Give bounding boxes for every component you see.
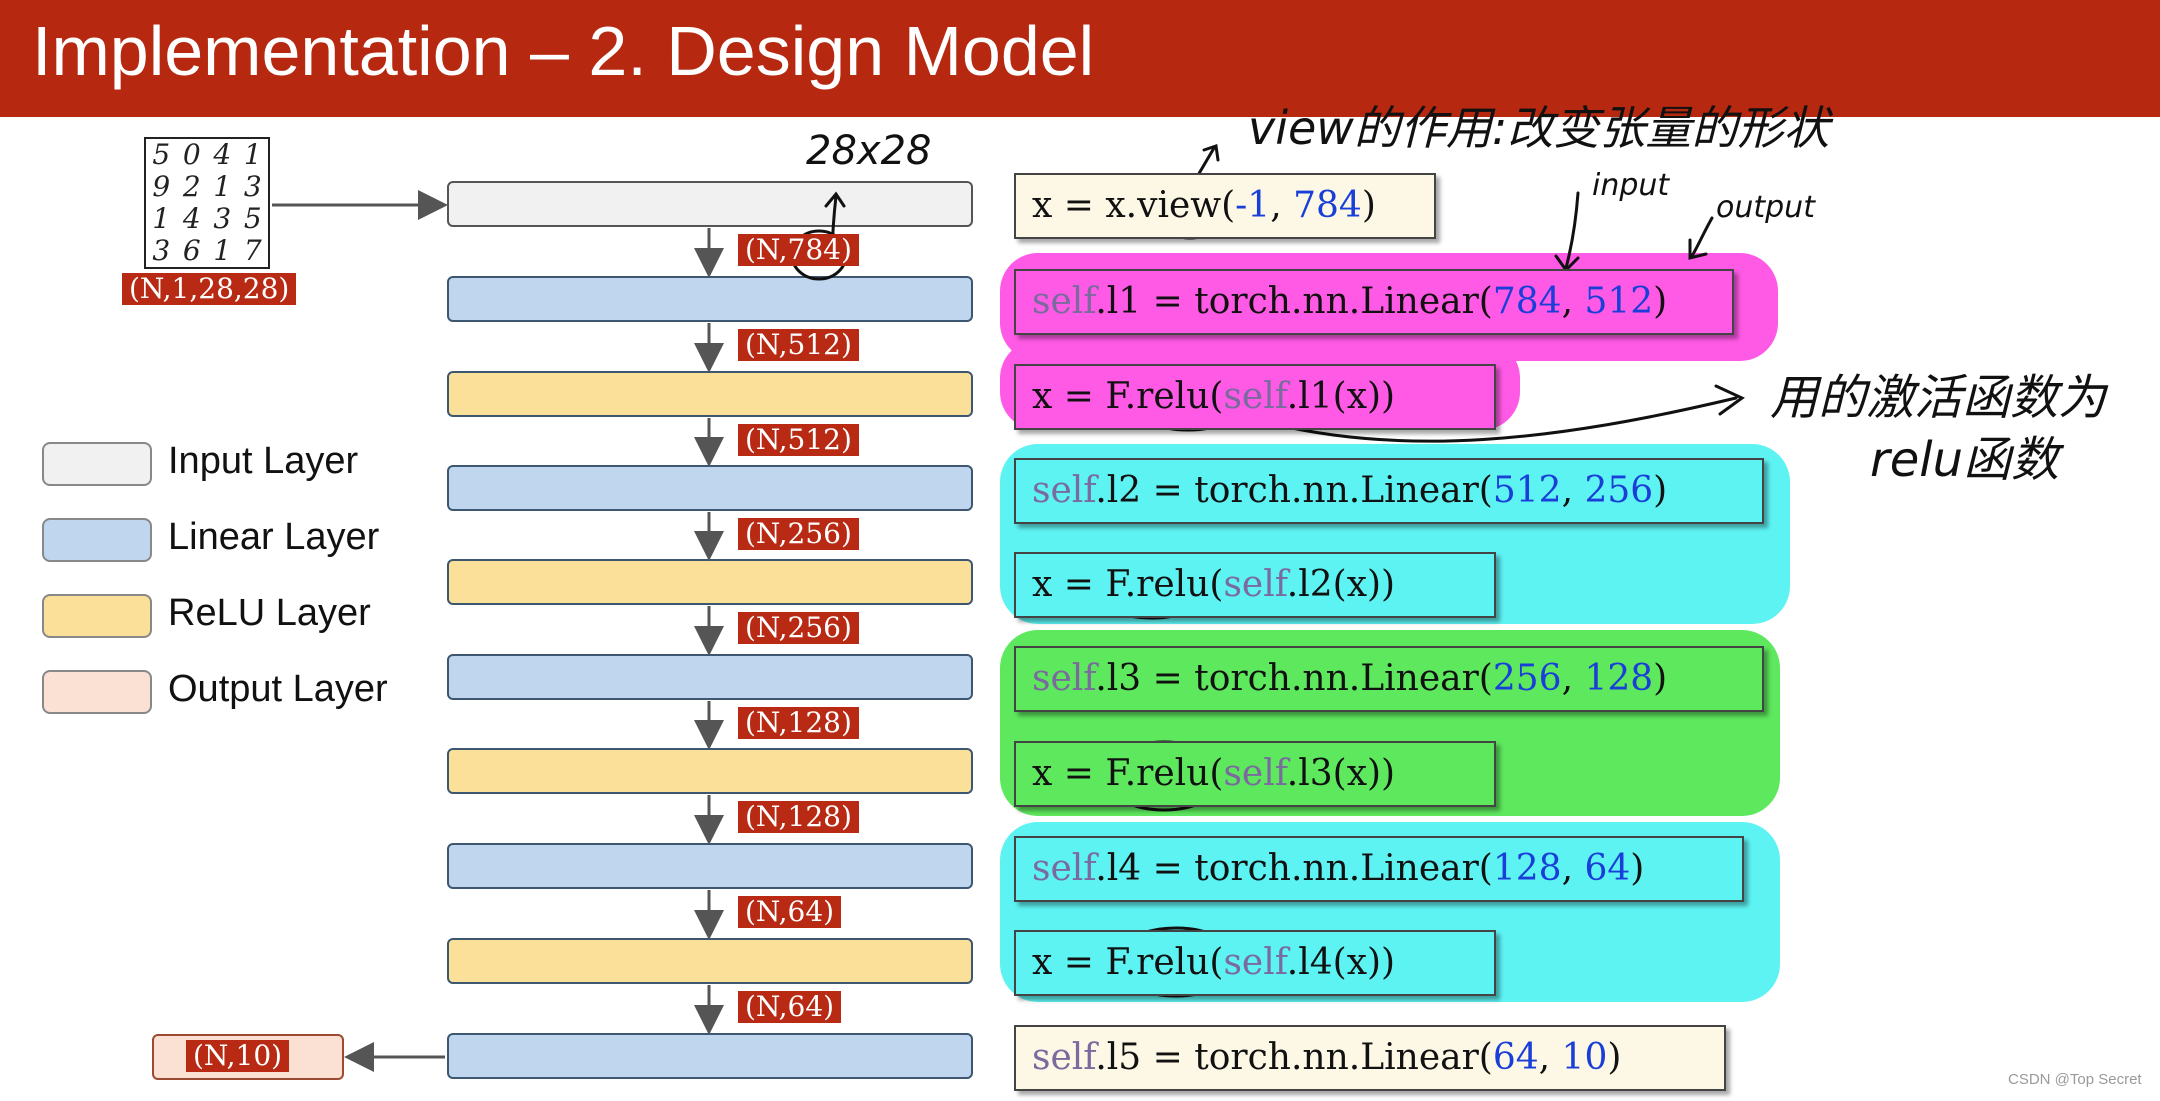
code-linear-l1: self.l1 = torch.nn.Linear(784, 512) xyxy=(1014,269,1734,335)
output-layer-node: (N,10) xyxy=(152,1034,344,1080)
shape-label-r2-out: (N,256) xyxy=(738,612,859,644)
legend-label-output: Output Layer xyxy=(168,668,388,710)
code-linear-l2: self.l2 = torch.nn.Linear(512, 256) xyxy=(1014,458,1764,524)
shape-label-l2-out: (N,256) xyxy=(738,518,859,550)
pen-arrow-relu xyxy=(1248,384,1745,443)
legend-swatch-linear xyxy=(42,518,152,562)
code-relu-r4: x = F.relu(self.l4(x)) xyxy=(1014,930,1496,996)
legend-swatch-output xyxy=(42,670,152,714)
code-linear-l3: self.l3 = torch.nn.Linear(256, 128) xyxy=(1014,646,1764,712)
relu-layer-1 xyxy=(447,371,973,417)
digit: 4 xyxy=(213,138,232,171)
shape-label-784: (N,784) xyxy=(738,234,859,266)
annotation-view-note: view的作用:改变张量的形状 xyxy=(1248,101,1830,155)
shape-label-l1-out: (N,512) xyxy=(738,329,859,361)
pen-arrow-output xyxy=(1688,216,1714,260)
digit: 2 xyxy=(182,170,201,203)
input-layer-bar xyxy=(447,181,973,227)
annotation-output: output xyxy=(1716,190,1815,225)
digit: 6 xyxy=(182,234,201,267)
annotation-relu-note-1: 用的激活函数为 xyxy=(1770,370,2107,426)
digit: 0 xyxy=(182,138,201,171)
legend-label-input: Input Layer xyxy=(168,440,359,482)
legend-swatch-relu xyxy=(42,594,152,638)
digit: 1 xyxy=(213,234,232,267)
relu-layer-3 xyxy=(447,748,973,794)
digit: 1 xyxy=(243,138,262,171)
shape-label-r4-out: (N,64) xyxy=(738,991,842,1023)
linear-layer-3 xyxy=(447,654,973,700)
annotation-relu-note-2: relu函数 xyxy=(1870,432,2060,488)
shape-label-r3-out: (N,128) xyxy=(738,801,859,833)
header-bar: Implementation – 2. Design Model xyxy=(0,0,2160,117)
shape-label-r1-out: (N,512) xyxy=(738,424,859,456)
legend-swatch-input xyxy=(42,442,152,486)
digit: 7 xyxy=(243,234,262,267)
mnist-digits-image: 5 0 4 1 9 2 1 3 1 4 3 5 3 6 1 7 xyxy=(144,137,270,269)
linear-layer-1 xyxy=(447,276,973,322)
page-title: Implementation – 2. Design Model xyxy=(32,12,1095,90)
digit: 3 xyxy=(152,234,171,267)
legend-label-linear: Linear Layer xyxy=(168,516,380,558)
shape-label-input: (N,1,28,28) xyxy=(122,273,297,305)
digit: 5 xyxy=(152,138,171,171)
digit: 1 xyxy=(213,170,232,203)
digit: 3 xyxy=(243,170,262,203)
digit: 5 xyxy=(243,202,262,235)
digit: 9 xyxy=(152,170,171,203)
watermark: CSDN @Top Secret xyxy=(2008,1071,2142,1088)
annotation-input: input xyxy=(1592,168,1670,203)
code-view: x = x.view(-1, 784) xyxy=(1014,173,1436,239)
shape-label-l4-out: (N,64) xyxy=(738,896,842,928)
shape-label-output: (N,10) xyxy=(186,1040,290,1072)
code-relu-r2: x = F.relu(self.l2(x)) xyxy=(1014,552,1496,618)
shape-label-l3-out: (N,128) xyxy=(738,707,859,739)
pen-arrow-input xyxy=(1554,191,1580,273)
code-relu-r3: x = F.relu(self.l3(x)) xyxy=(1014,741,1496,807)
code-relu-r1: x = F.relu(self.l1(x)) xyxy=(1014,364,1496,430)
linear-layer-2 xyxy=(447,465,973,511)
code-linear-l5: self.l5 = torch.nn.Linear(64, 10) xyxy=(1014,1025,1726,1091)
annotation-28x28: 28x28 xyxy=(806,128,932,174)
legend-label-relu: ReLU Layer xyxy=(168,592,371,634)
digit: 4 xyxy=(182,202,201,235)
code-linear-l4: self.l4 = torch.nn.Linear(128, 64) xyxy=(1014,836,1744,902)
digit: 1 xyxy=(152,202,171,235)
digit: 3 xyxy=(213,202,232,235)
